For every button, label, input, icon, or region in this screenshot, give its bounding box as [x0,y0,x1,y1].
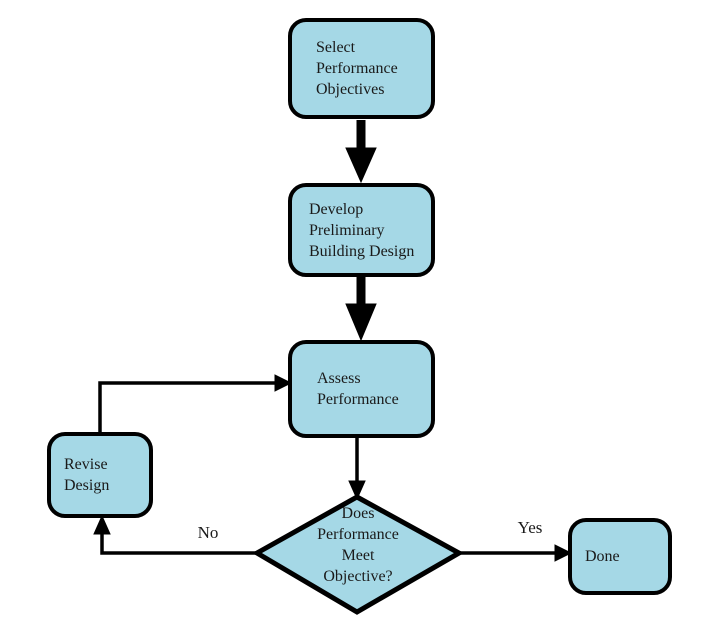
edge-revise-to-assess [98,374,293,432]
edge-label-no: No [197,523,219,542]
arrow-select-to-develop [345,120,377,184]
edge-no-to-revise [93,514,257,555]
node-label: Select Performance Objectives [316,39,398,98]
node-select-performance-objectives: Select Performance Objectives [288,18,435,119]
arrow-develop-to-assess [345,276,377,342]
decision-label-does-performance-meet-objective: Does Performance Meet Objective? [317,505,399,585]
edge-label-yes: Yes [517,518,543,537]
node-revise-design: Revise Design [47,432,153,518]
node-label: Revise Design [64,456,110,494]
decision-diamond [251,494,465,615]
node-label: Develop Preliminary Building Design [309,200,415,260]
arrow-assess-to-decision [348,438,366,501]
node-develop-preliminary-building-design: Develop Preliminary Building Design [288,183,435,277]
edge-yes-to-done [459,544,573,562]
node-label: Done [585,548,620,565]
node-label: Assess Performance [317,370,399,408]
node-done: Done [568,518,672,595]
node-assess-performance: Assess Performance [288,340,435,438]
